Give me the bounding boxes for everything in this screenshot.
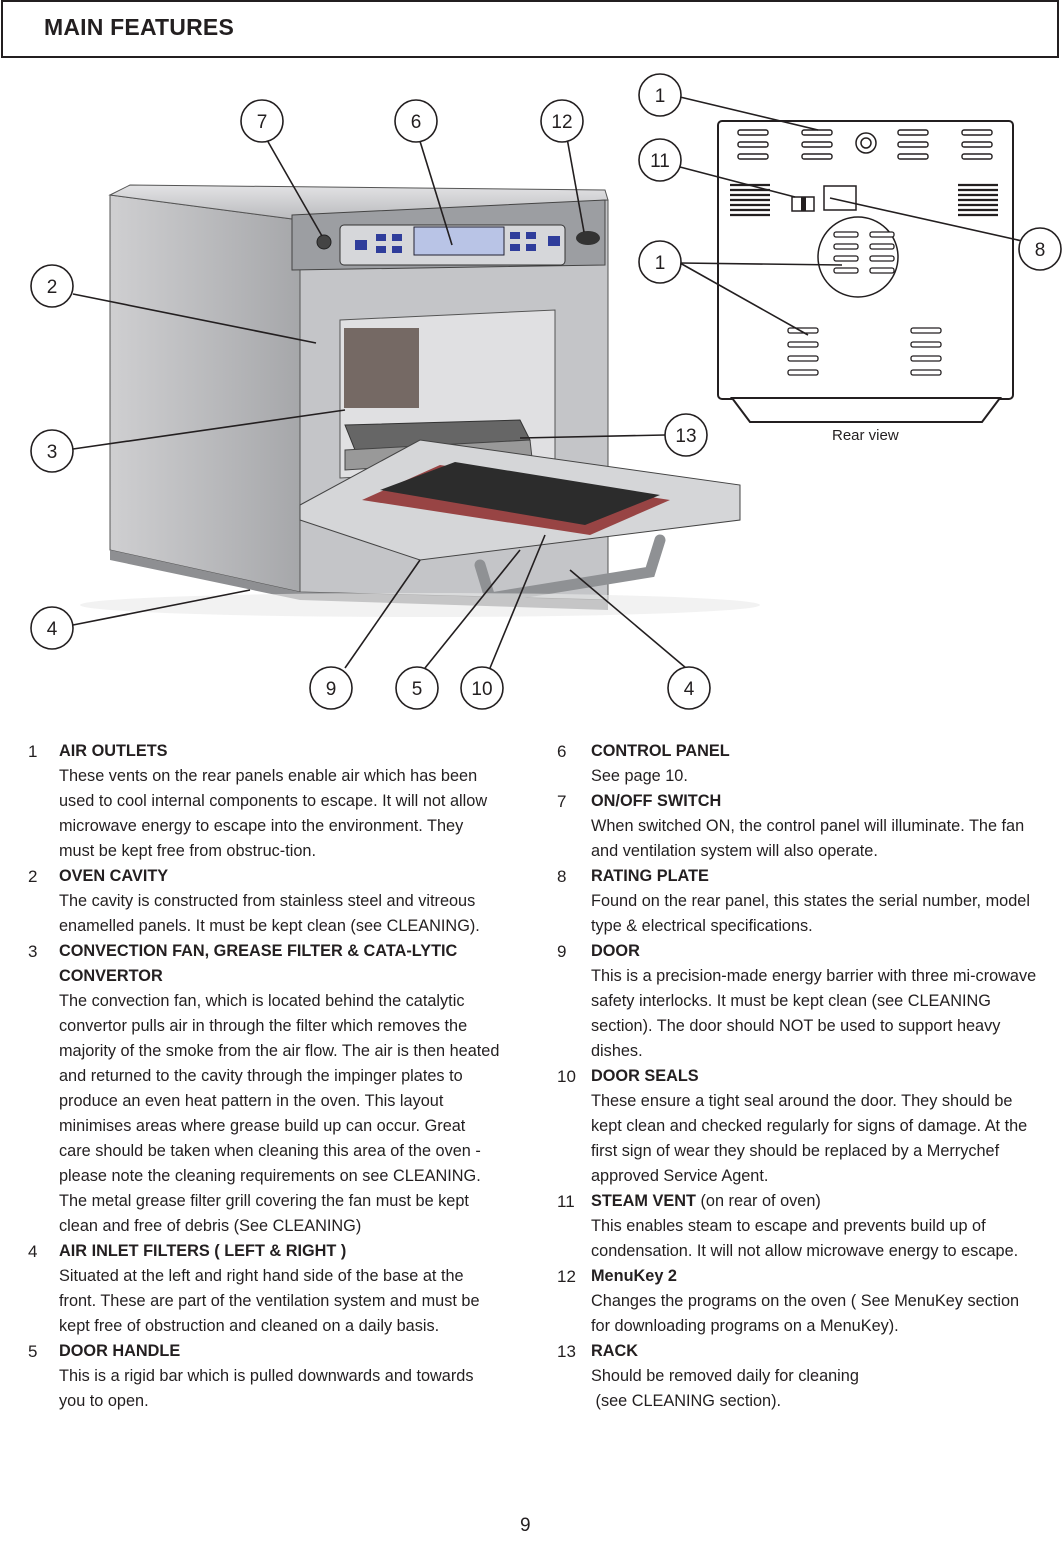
callout-8 xyxy=(1018,227,1062,271)
feature-item-7: 7 ON/OFF SWITCH When switched ON, the co… xyxy=(557,789,1040,864)
feature-item-8: 8 RATING PLATE Found on the rear panel, … xyxy=(557,864,1040,939)
feature-body: See page 10. xyxy=(591,767,688,785)
rear-view-caption: Rear view xyxy=(832,427,899,444)
svg-text:1: 1 xyxy=(655,253,666,274)
oven-diagram: 1 11 1 8 7 6 12 2 3 13 4 9 5 10 4 xyxy=(30,73,1062,710)
feature-body: Situated at the left and right hand side… xyxy=(59,1267,480,1335)
callout-11 xyxy=(638,138,682,182)
leader-lines xyxy=(72,96,1041,669)
feature-body: This is a precision-made energy barrier … xyxy=(591,967,1037,1060)
feature-body: Found on the rear panel, this states the… xyxy=(591,892,1030,935)
callout-6 xyxy=(394,99,438,143)
feature-item-10: 10 DOOR SEALS These ensure a tight seal … xyxy=(557,1064,1040,1189)
feature-body-extra: The metal grease filter grill covering t… xyxy=(59,1192,469,1235)
feature-title: RACK xyxy=(591,1342,639,1360)
oven-body xyxy=(80,184,760,617)
feature-number: 2 xyxy=(28,867,38,886)
feature-body: The convection fan, which is located beh… xyxy=(59,992,500,1185)
callout-1-top xyxy=(638,73,682,117)
svg-text:7: 7 xyxy=(257,112,268,133)
feature-body: The cavity is constructed from stainless… xyxy=(59,892,480,935)
svg-text:4: 4 xyxy=(47,619,58,640)
svg-text:1: 1 xyxy=(655,86,666,107)
feature-item-6: 6 CONTROL PANEL See page 10. xyxy=(557,739,1040,789)
svg-text:6: 6 xyxy=(411,112,422,133)
feature-item-5: 5 DOOR HANDLE This is a rigid bar which … xyxy=(0,1339,500,1414)
callout-1-mid xyxy=(638,240,682,284)
feature-number: 4 xyxy=(28,1242,38,1261)
svg-text:13: 13 xyxy=(675,426,696,447)
feature-number: 13 xyxy=(557,1342,576,1361)
feature-title: OVEN CAVITY xyxy=(59,867,169,885)
feature-title: CONTROL PANEL xyxy=(591,742,730,760)
feature-item-3: 3 CONVECTION FAN, GREASE FILTER & CATA-L… xyxy=(0,939,500,1239)
page-number: 9 xyxy=(520,1515,531,1536)
feature-number: 11 xyxy=(557,1192,575,1211)
feature-number: 3 xyxy=(28,942,38,961)
feature-number: 7 xyxy=(557,792,567,811)
feature-title: AIR INLET FILTERS ( LEFT & RIGHT ) xyxy=(59,1242,347,1260)
rear-view xyxy=(717,120,1014,423)
feature-body: Should be removed daily for cleaning xyxy=(591,1367,859,1385)
feature-item-2: 2 OVEN CAVITY The cavity is constructed … xyxy=(0,864,500,939)
svg-text:8: 8 xyxy=(1035,240,1046,261)
feature-item-13: 13 RACK Should be removed daily for clea… xyxy=(557,1339,1040,1414)
feature-number: 1 xyxy=(28,742,38,761)
feature-title: STEAM VENT (on rear of oven) xyxy=(591,1189,1040,1214)
page-title: MAIN FEATURES xyxy=(44,14,235,40)
feature-number: 8 xyxy=(557,867,567,886)
feature-body-extra: (see CLEANING section). xyxy=(591,1392,782,1410)
feature-body: Changes the programs on the oven ( See M… xyxy=(591,1292,1020,1335)
callout-3 xyxy=(30,429,74,473)
feature-title: CONVECTION FAN, GREASE FILTER & CATA-LYT… xyxy=(59,942,458,985)
svg-text:9: 9 xyxy=(326,679,337,700)
features-left-column: 1 AIR OUTLETS These vents on the rear pa… xyxy=(0,739,500,1414)
svg-text:10: 10 xyxy=(471,679,492,700)
feature-title: DOOR HANDLE xyxy=(59,1342,181,1360)
feature-title-text: STEAM VENT xyxy=(591,1192,696,1210)
feature-body: These ensure a tight seal around the doo… xyxy=(591,1092,1028,1185)
svg-text:11: 11 xyxy=(650,151,670,172)
feature-title: RATING PLATE xyxy=(591,867,709,885)
callout-labels: 1 11 1 8 7 6 12 2 3 13 4 9 5 10 4 xyxy=(47,86,1046,700)
callout-5 xyxy=(395,666,439,710)
svg-text:12: 12 xyxy=(551,112,572,133)
feature-title: MenuKey 2 xyxy=(591,1267,677,1285)
feature-title: DOOR SEALS xyxy=(591,1067,699,1085)
feature-number: 9 xyxy=(557,942,567,961)
callout-12 xyxy=(540,99,584,143)
svg-text:4: 4 xyxy=(684,679,695,700)
svg-text:3: 3 xyxy=(47,442,58,463)
feature-title: AIR OUTLETS xyxy=(59,742,168,760)
callout-13 xyxy=(664,413,708,457)
callout-4-right xyxy=(667,666,711,710)
callout-2 xyxy=(30,264,74,308)
feature-title: DOOR xyxy=(591,942,640,960)
feature-body: This is a rigid bar which is pulled down… xyxy=(59,1367,474,1410)
feature-body: This enables steam to escape and prevent… xyxy=(591,1217,1019,1260)
feature-body: When switched ON, the control panel will… xyxy=(591,817,1025,860)
callout-10 xyxy=(460,666,504,710)
feature-number: 6 xyxy=(557,742,567,761)
feature-item-1: 1 AIR OUTLETS These vents on the rear pa… xyxy=(0,739,500,864)
feature-item-4: 4 AIR INLET FILTERS ( LEFT & RIGHT ) Sit… xyxy=(0,1239,500,1339)
feature-number: 12 xyxy=(557,1267,576,1286)
feature-number: 5 xyxy=(28,1342,38,1361)
features-right-column: 6 CONTROL PANEL See page 10. 7 ON/OFF SW… xyxy=(557,739,1040,1414)
callout-7 xyxy=(240,99,284,143)
feature-item-12: 12 MenuKey 2 Changes the programs on the… xyxy=(557,1264,1040,1339)
feature-title: ON/OFF SWITCH xyxy=(591,792,722,810)
feature-body: These vents on the rear panels enable ai… xyxy=(59,767,488,860)
feature-title-suffix: (on rear of oven) xyxy=(695,1192,821,1210)
feature-number: 10 xyxy=(557,1067,576,1086)
page-header: MAIN FEATURES xyxy=(1,0,1059,58)
svg-text:5: 5 xyxy=(412,679,423,700)
callout-9 xyxy=(309,666,353,710)
feature-item-9: 9 DOOR This is a precision-made energy b… xyxy=(557,939,1040,1064)
callout-4-left xyxy=(30,606,74,650)
feature-item-11: 11 STEAM VENT (on rear of oven) This ena… xyxy=(557,1189,1040,1264)
svg-text:2: 2 xyxy=(47,277,58,298)
